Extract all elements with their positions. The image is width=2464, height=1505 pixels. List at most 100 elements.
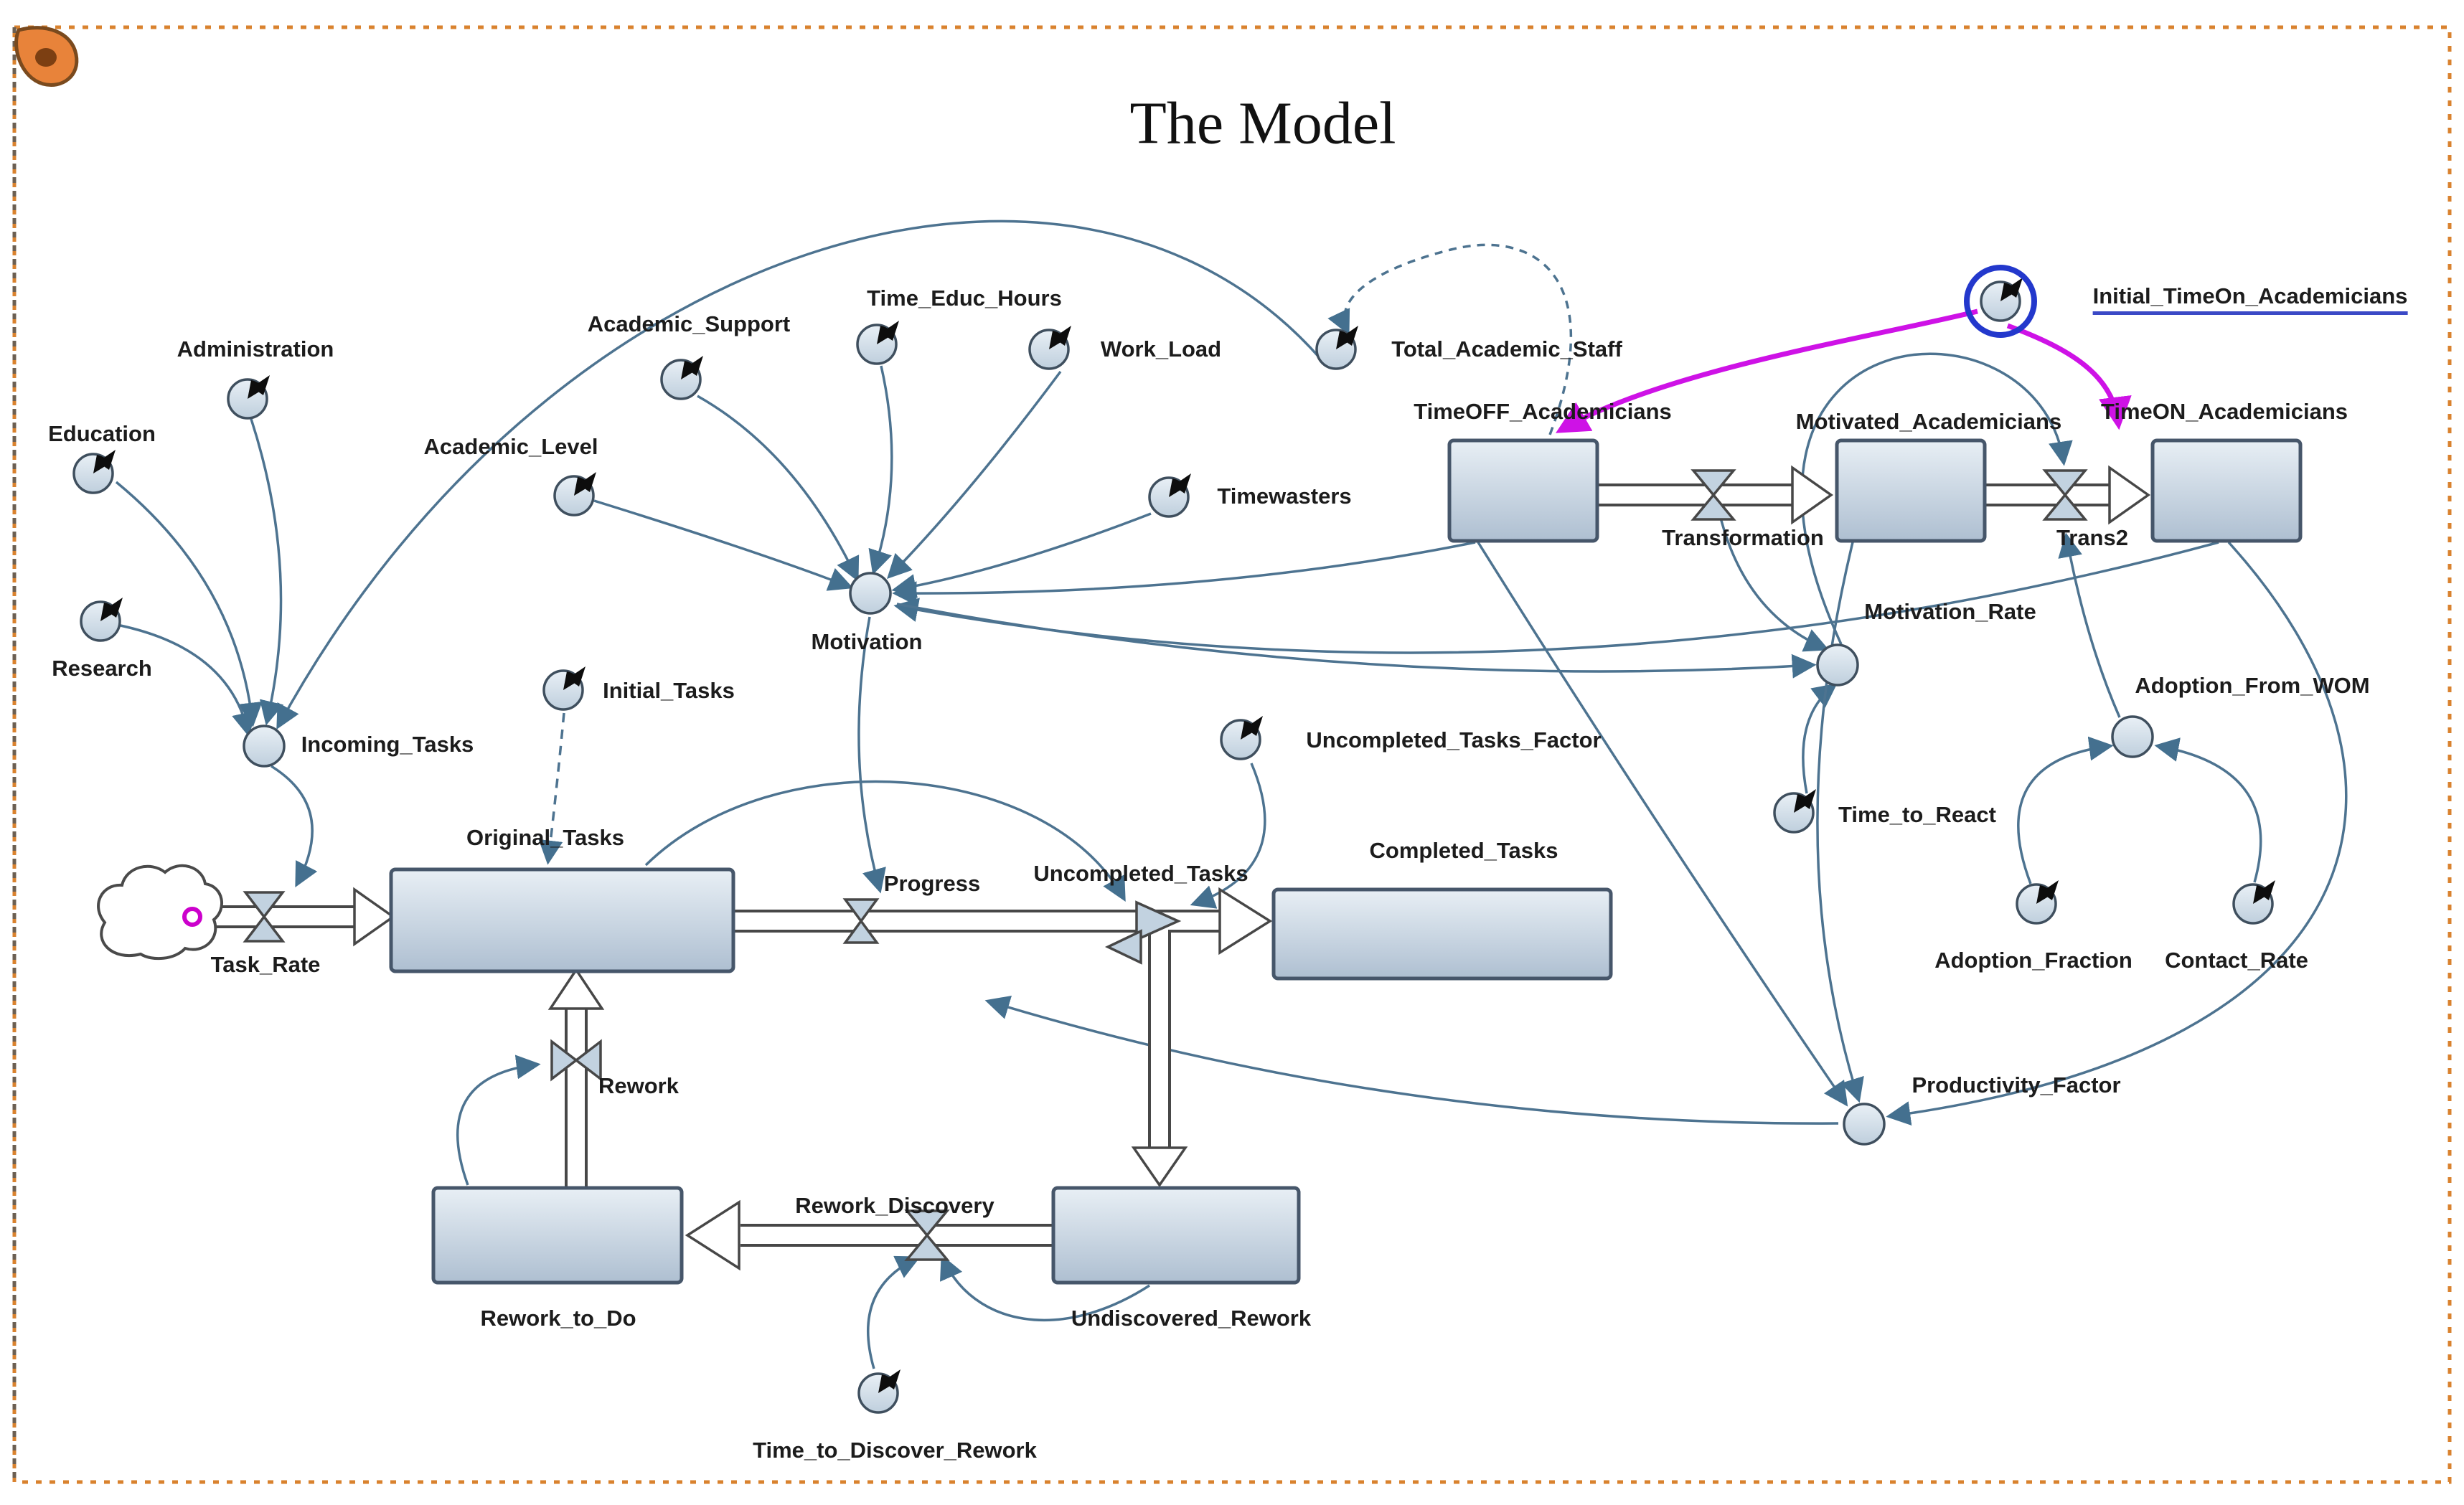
flow-rework-discovery[interactable]	[685, 1199, 1052, 1271]
label-total-academic-staff[interactable]: Total_Academic_Staff	[1391, 336, 1622, 362]
link-timeon-productivity	[1886, 541, 2348, 1126]
page-border	[12, 25, 2452, 1484]
label-timeoff-academicians[interactable]: TimeOFF_Academicians	[1414, 399, 1672, 424]
label-initial-tasks[interactable]: Initial_Tasks	[603, 678, 735, 703]
flow-rework[interactable]	[547, 967, 605, 1186]
converter-time-educ-hours-icon[interactable]	[856, 319, 901, 365]
flow-anchor-ring[interactable]	[182, 907, 202, 927]
label-progress[interactable]: Progress	[883, 871, 981, 896]
stock-undiscovered-rework[interactable]	[1051, 1186, 1301, 1285]
label-productivity-factor[interactable]: Productivity_Factor	[1912, 1072, 2121, 1098]
label-initial-timeon-academicians[interactable]: Initial_TimeOn_Academicians	[2092, 283, 2408, 315]
converter-initial-tasks-icon[interactable]	[542, 665, 587, 711]
link-education-incoming	[115, 481, 263, 727]
label-trans2[interactable]: Trans2	[2056, 525, 2128, 550]
converter-work-load-icon[interactable]	[1028, 324, 1073, 370]
link-totalstaff-incoming	[276, 220, 1323, 730]
stock-motivated-academicians[interactable]	[1835, 438, 1987, 543]
label-time-to-react[interactable]: Time_to_React	[1838, 802, 1996, 827]
link-acsupport-motivation	[697, 395, 860, 582]
label-motivation-rate[interactable]: Motivation_Rate	[1864, 599, 2036, 624]
auxiliary-nodes[interactable]	[243, 572, 2154, 1146]
label-academic-support[interactable]: Academic_Support	[587, 311, 791, 336]
flow-transformation[interactable]	[1599, 465, 1834, 525]
link-motivated-productivity	[1816, 542, 1864, 1103]
link-timewasters-motivation	[891, 512, 1152, 598]
link-timeoff-motivation	[892, 541, 1476, 606]
cloud-source[interactable]	[97, 864, 224, 961]
label-motivated-academicians[interactable]: Motivated_Academicians	[1795, 409, 2062, 434]
label-task-rate[interactable]: Task_Rate	[210, 952, 321, 977]
label-rework-to-do[interactable]: Rework_to_Do	[480, 1306, 636, 1331]
converter-research-icon[interactable]	[80, 596, 124, 642]
converter-total-academic-staff-icon[interactable]	[1315, 324, 1360, 370]
converter-academic-support-icon[interactable]	[660, 354, 705, 400]
magenta-links[interactable]	[1556, 308, 2132, 433]
link-undiscovered-discovery	[940, 1254, 1150, 1322]
aux-adoption-from-wom-icon[interactable]	[2111, 715, 2154, 758]
flow-trans2[interactable]	[1986, 465, 2151, 525]
stock-completed-tasks[interactable]	[1271, 887, 1613, 981]
label-rework-discovery[interactable]: Rework_Discovery	[795, 1193, 994, 1218]
link-initialtimeon-timeon	[2006, 323, 2132, 430]
converter-timewasters-icon[interactable]	[1148, 472, 1193, 518]
converter-time-to-react-icon[interactable]	[1773, 788, 1818, 834]
label-adoption-from-wom[interactable]: Adoption_From_WOM	[2135, 673, 2370, 698]
link-timeoff-totalstaff	[1327, 243, 1573, 435]
label-adoption-fraction[interactable]: Adoption_Fraction	[1934, 948, 2133, 973]
label-research[interactable]: Research	[52, 656, 152, 681]
label-timewasters[interactable]: Timewasters	[1217, 483, 1352, 509]
link-ttdr-discovery	[867, 1255, 921, 1369]
link-motivation-motivationrate	[896, 603, 1817, 679]
converter-education-icon[interactable]	[72, 448, 117, 494]
label-time-educ-hours[interactable]: Time_Educ_Hours	[867, 286, 1062, 311]
stocks[interactable]	[389, 438, 2303, 1285]
label-academic-level[interactable]: Academic_Level	[423, 434, 598, 459]
aux-incoming-tasks-icon[interactable]	[243, 725, 286, 768]
stock-timeoff-academicians[interactable]	[1447, 438, 1599, 543]
converter-uncompleted-tasks-factor-icon[interactable]	[1220, 714, 1264, 760]
label-uncompleted-tasks-factor[interactable]: Uncompleted_Tasks_Factor	[1306, 727, 1602, 752]
connector-links[interactable]	[115, 220, 2348, 1369]
label-undiscovered-rework[interactable]: Undiscovered_Rework	[1071, 1306, 1312, 1331]
converter-contact-rate-icon[interactable]	[2232, 879, 2277, 925]
link-transformation-motivationrate	[1718, 511, 1830, 652]
label-timeon-academicians[interactable]: TimeON_Academicians	[2100, 399, 2348, 424]
link-motivation-progress	[857, 616, 886, 894]
aux-motivation-icon[interactable]	[849, 572, 892, 615]
flow-pipes[interactable]	[189, 465, 2151, 1271]
stock-original-tasks[interactable]	[389, 867, 735, 973]
link-original-uncompleted	[644, 780, 1126, 902]
aux-motivation-rate-icon[interactable]	[1816, 643, 1859, 687]
label-incoming-tasks[interactable]: Incoming_Tasks	[301, 732, 474, 757]
label-contact-rate[interactable]: Contact_Rate	[2165, 948, 2308, 973]
label-original-tasks[interactable]: Original_Tasks	[466, 825, 624, 850]
label-rework[interactable]: Rework	[598, 1073, 679, 1098]
label-completed-tasks[interactable]: Completed_Tasks	[1369, 838, 1558, 863]
link-administration-incoming	[250, 418, 283, 726]
map-pin-icon[interactable]	[14, 26, 79, 87]
aux-productivity-factor-icon[interactable]	[1843, 1103, 1886, 1146]
label-motivation[interactable]: Motivation	[811, 629, 923, 654]
link-utf-uncompleted	[1190, 763, 1266, 909]
link-incoming-taskrate	[271, 765, 318, 888]
flow-progress-uncompleted[interactable]	[733, 887, 1273, 1188]
converter-academic-level-icon[interactable]	[553, 471, 598, 516]
stock-timeon-academicians[interactable]	[2150, 438, 2303, 543]
converter-adoption-fraction-icon[interactable]	[2016, 879, 2060, 925]
label-uncompleted-tasks[interactable]: Uncompleted_Tasks	[1033, 861, 1249, 886]
converter-initial-timeon-icon[interactable]	[1980, 276, 2024, 322]
label-time-to-discover-rework[interactable]: Time_to_Discover_Rework	[753, 1438, 1037, 1463]
label-transformation[interactable]: Transformation	[1662, 525, 1824, 550]
selection-ring	[1964, 265, 2037, 338]
link-reworktodo-rework	[456, 1055, 541, 1186]
stock-rework-to-do[interactable]	[431, 1186, 684, 1285]
label-education[interactable]: Education	[48, 421, 156, 446]
label-work-load[interactable]: Work_Load	[1100, 336, 1222, 362]
converter-time-to-discover-rework-icon[interactable]	[857, 1368, 902, 1414]
converter-administration-icon[interactable]	[227, 374, 271, 420]
link-aclevel-motivation	[593, 499, 854, 591]
label-administration[interactable]: Administration	[177, 336, 334, 362]
